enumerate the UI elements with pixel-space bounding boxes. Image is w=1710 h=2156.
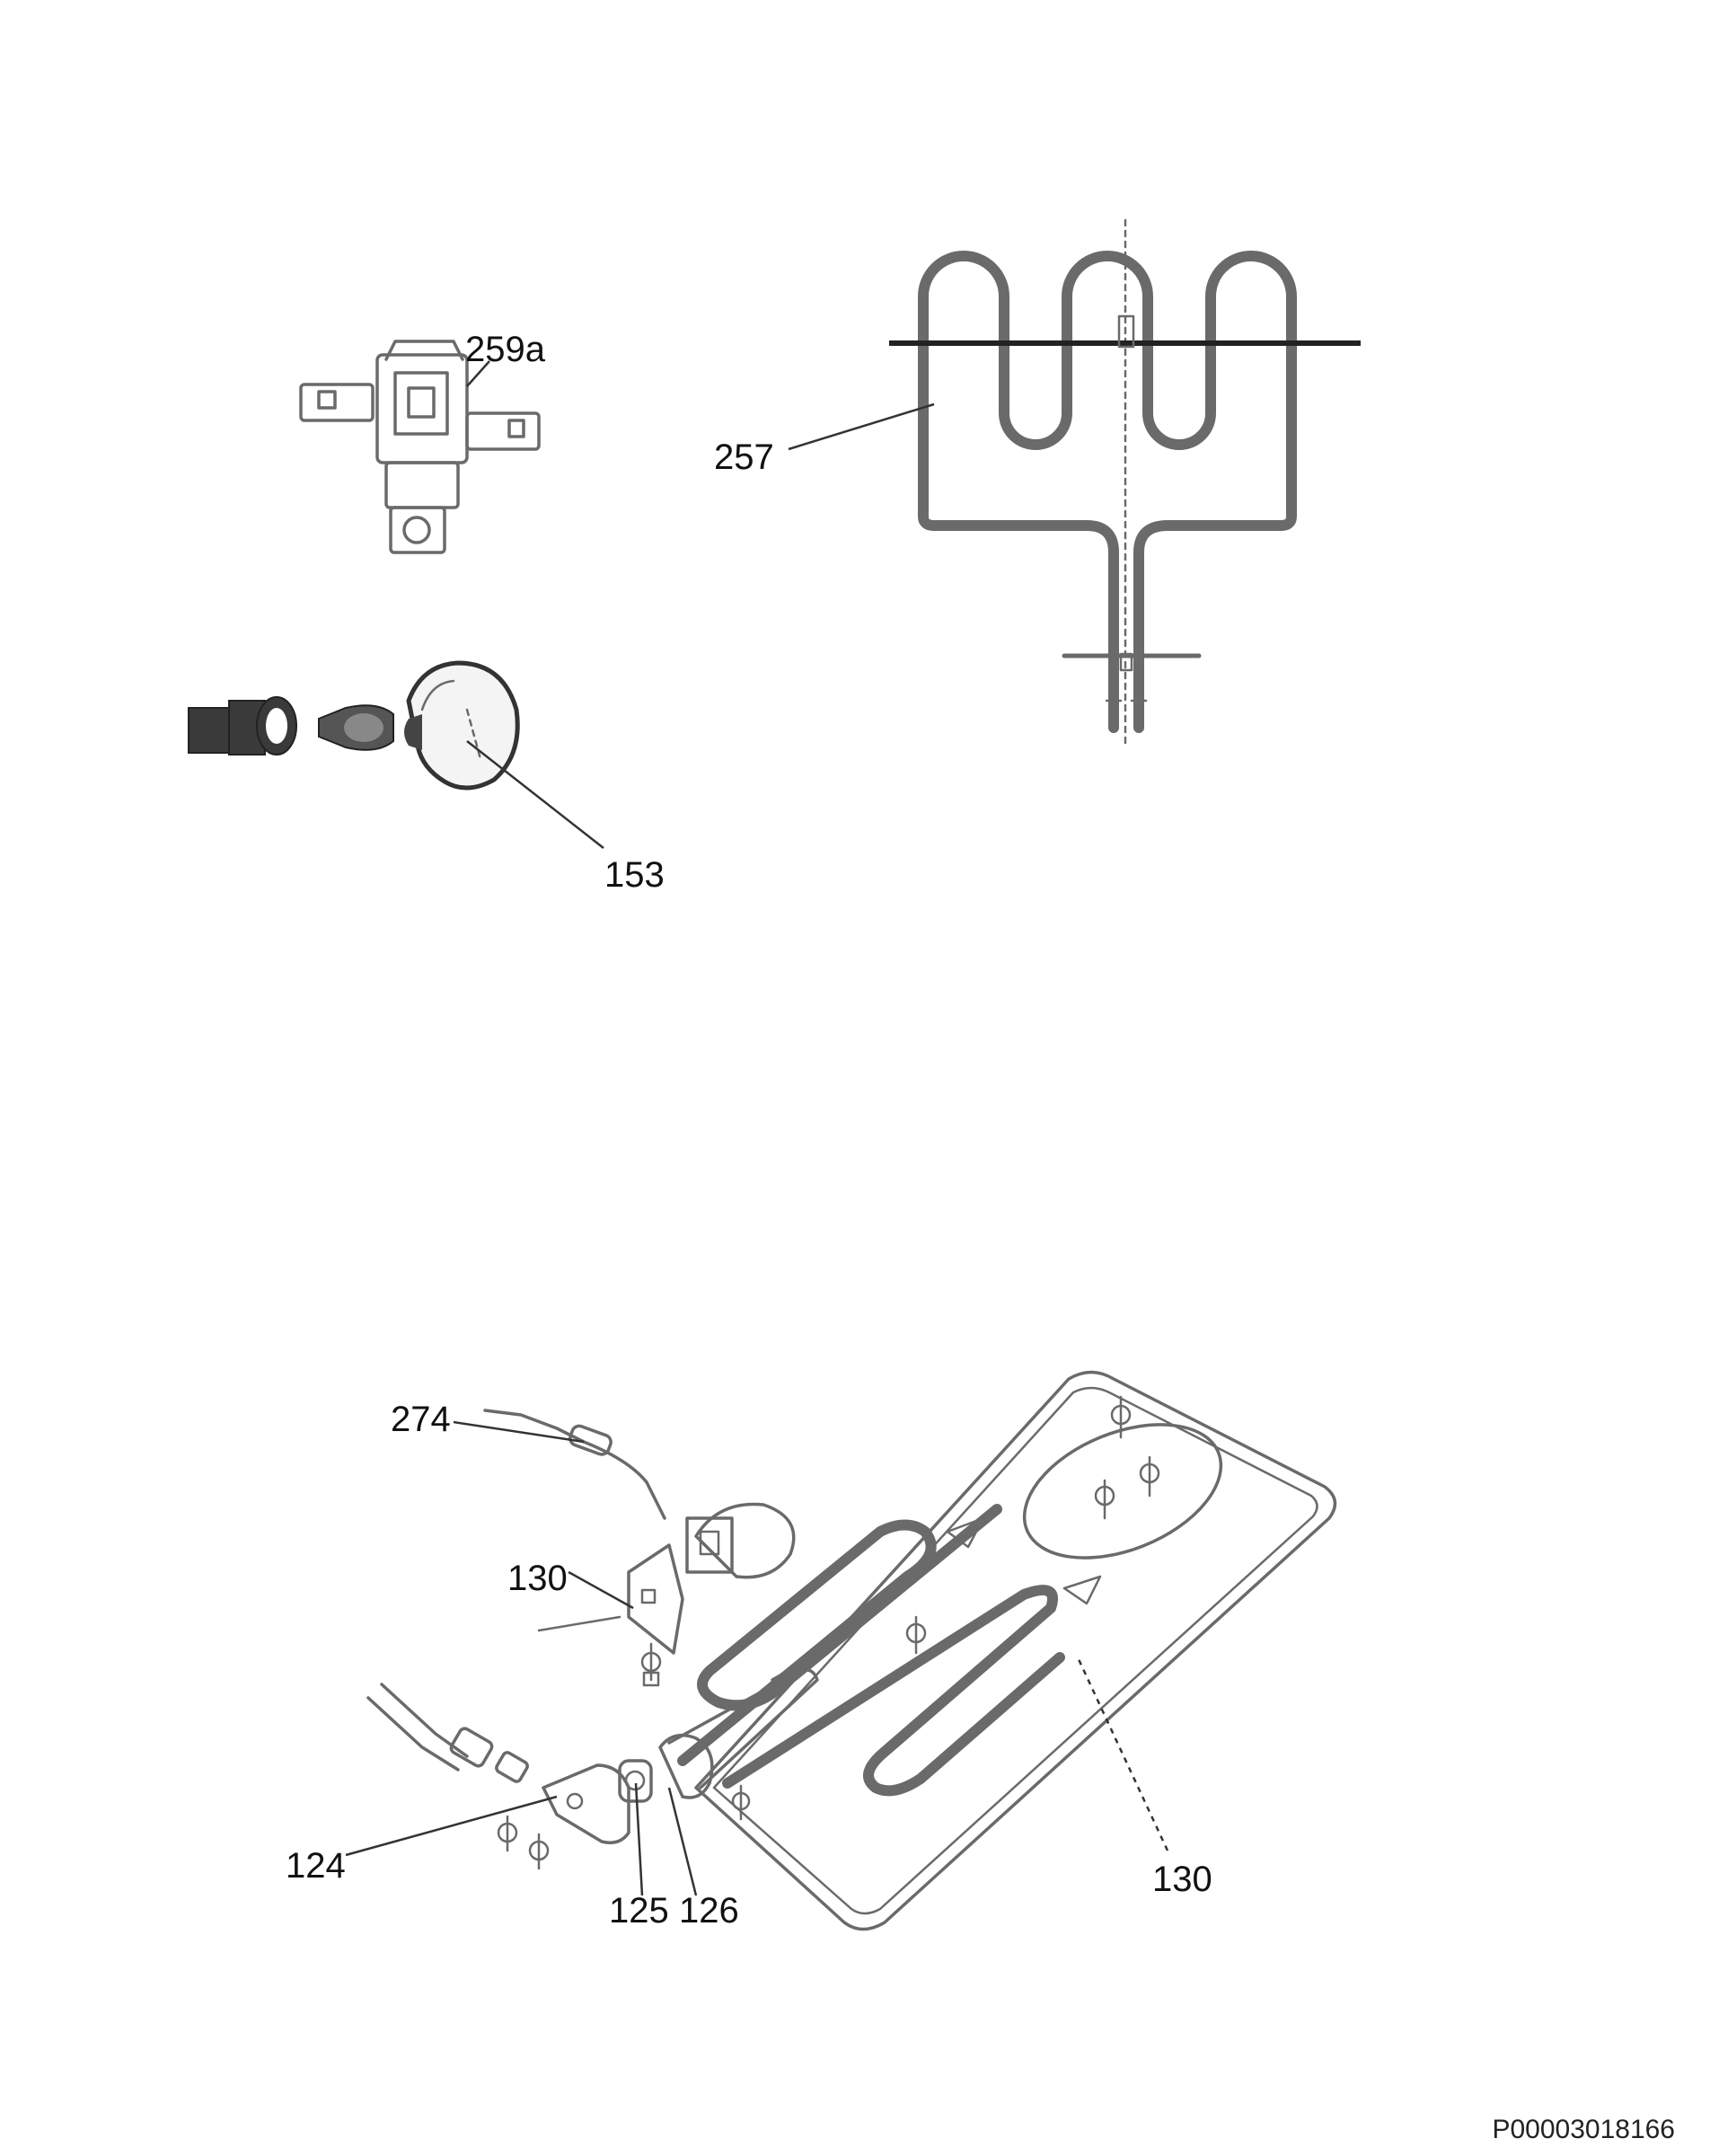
bottom-heater-assembly <box>366 1370 1337 1931</box>
document-code: P00003018166 <box>1492 2115 1675 2144</box>
grill-element-part-257 <box>889 218 1361 747</box>
thermostat-part-259a <box>299 340 541 554</box>
leader-125 <box>634 1782 644 1896</box>
callout-126: 126 <box>679 1891 739 1931</box>
leader-130-lower <box>1076 1657 1169 1851</box>
leader-124 <box>345 1795 558 1857</box>
callout-257: 257 <box>714 437 774 477</box>
leader-274 <box>453 1420 585 1444</box>
leader-257 <box>788 402 935 451</box>
lamp-part-153 <box>188 660 520 791</box>
callout-259a: 259a <box>465 330 546 369</box>
callout-274: 274 <box>391 1400 451 1439</box>
leader-130-upper <box>568 1570 634 1610</box>
leader-153 <box>466 740 604 849</box>
callout-125: 125 <box>609 1891 669 1931</box>
leader-126 <box>667 1787 698 1896</box>
leader-259a <box>466 360 490 387</box>
callout-153: 153 <box>604 855 665 895</box>
callout-130-upper: 130 <box>507 1559 568 1598</box>
callout-124: 124 <box>286 1846 346 1886</box>
callout-130-lower: 130 <box>1152 1860 1212 1899</box>
